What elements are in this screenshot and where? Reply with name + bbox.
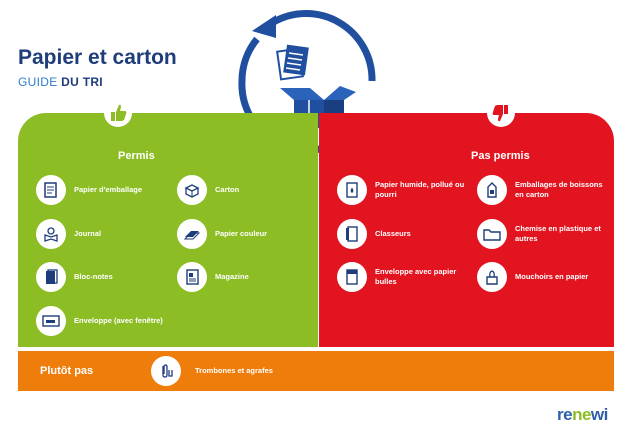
item-label: Classeurs — [375, 228, 411, 238]
thumbs-up-icon — [111, 104, 127, 121]
tissues-icon — [477, 262, 507, 292]
page-title: Papier et carton — [18, 46, 177, 69]
list-item: Papier couleur — [177, 219, 307, 249]
list-item: Magazine — [177, 262, 307, 292]
list-item: Enveloppe avec papier bulles — [337, 262, 477, 292]
permis-panel — [18, 113, 318, 347]
subtitle-prefix: GUIDE — [18, 75, 62, 89]
list-item: Carton — [177, 175, 307, 205]
list-item: Papier humide, pollué ou pourri — [337, 175, 477, 205]
list-item: Chemise en plastique et autres — [477, 219, 612, 249]
item-label: Emballages de boissons en carton — [515, 179, 603, 199]
list-item: Journal — [36, 219, 181, 249]
list-item: Classeurs — [337, 219, 477, 249]
list-item: Bloc-notes — [36, 262, 181, 292]
logo-part-mid: ne — [572, 405, 591, 424]
list-item: Emballages de boissons en carton — [477, 175, 612, 205]
plastic-folder-icon — [477, 219, 507, 249]
cycle-arrow-top-icon — [252, 15, 276, 38]
item-label: Journal — [74, 228, 102, 238]
item-label: Bloc-notes — [74, 271, 113, 281]
item-label: Enveloppe (avec fenêtre) — [74, 315, 163, 325]
list-item: Papier d'emballage — [36, 175, 181, 205]
plutot-pas-title: Plutôt pas — [40, 365, 94, 377]
list-item: Mouchoirs en papier — [477, 262, 612, 292]
bubble-envelope-icon — [337, 262, 367, 292]
item-label: Trombones et agrafes — [195, 365, 273, 375]
item-label: Carton — [215, 184, 240, 194]
cardboard-box-icon — [177, 175, 207, 205]
renewi-logo: renewi — [557, 405, 608, 425]
drink-carton-icon — [477, 175, 507, 205]
item-label: Papier d'emballage — [74, 184, 143, 194]
newspaper-icon — [36, 219, 66, 249]
colored-paper-icon — [177, 219, 207, 249]
subtitle-strong: DU TRI — [61, 75, 103, 89]
documents-icon — [276, 44, 309, 81]
magazine-icon — [177, 262, 207, 292]
plutot-pas-panel — [18, 351, 614, 391]
paperclip-icon — [151, 356, 181, 386]
page-subtitle: GUIDE DU TRI — [18, 75, 103, 89]
notepad-icon — [36, 262, 66, 292]
item-label: Mouchoirs en papier — [515, 271, 589, 281]
permis-badge — [104, 99, 132, 127]
list-item: Trombones et agrafes — [151, 356, 351, 386]
item-label: Chemise en plastique et autres — [515, 223, 601, 243]
pas-permis-badge — [487, 99, 515, 127]
item-label: Papier humide, pollué ou pourri — [375, 179, 465, 199]
item-label: Magazine — [215, 271, 249, 281]
item-label: Papier couleur — [215, 228, 268, 238]
window-envelope-icon — [36, 306, 66, 336]
binder-icon — [337, 219, 367, 249]
permis-title: Permis — [118, 150, 155, 162]
pas-permis-panel — [319, 113, 614, 347]
pas-permis-title: Pas permis — [471, 150, 530, 162]
thumbs-down-icon — [492, 105, 508, 122]
logo-part-pre: re — [557, 405, 573, 424]
wrapping-paper-icon — [36, 175, 66, 205]
item-label: Enveloppe avec papier bulles — [375, 266, 457, 286]
logo-part-post: wi — [590, 405, 608, 424]
list-item: Enveloppe (avec fenêtre) — [36, 306, 181, 336]
wet-paper-icon — [337, 175, 367, 205]
